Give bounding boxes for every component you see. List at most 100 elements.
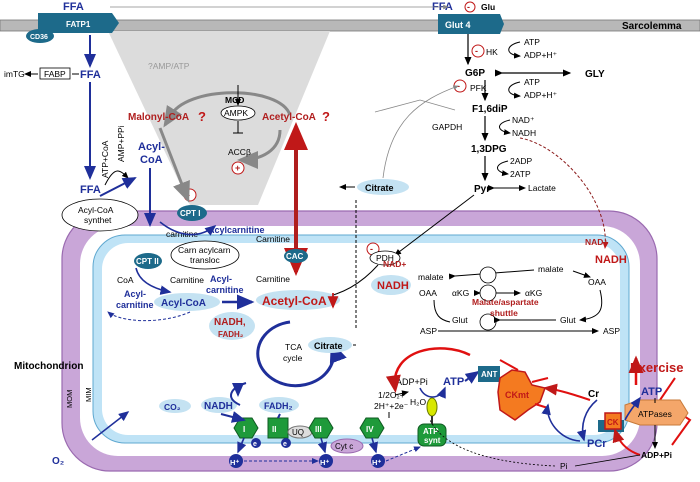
acylcarn-left-l2: carnitine xyxy=(116,300,154,310)
sarcolemma-label: Sarcolemma xyxy=(622,21,682,32)
nad-label: NAD⁺ xyxy=(512,115,535,125)
fadh-matrix: FADH₂ xyxy=(218,330,244,339)
adp3-arc xyxy=(497,160,509,177)
transloc-l2: transloc xyxy=(190,255,221,265)
carnitine-matrix: Carnitine xyxy=(256,274,290,284)
mcd-arc-head xyxy=(163,104,183,128)
mitochondrion-label: Mitochondrion xyxy=(14,361,83,372)
cr-to-pcr xyxy=(576,399,598,442)
cpt1-enzyme xyxy=(177,205,207,221)
pyr-label: Pyr xyxy=(474,184,490,195)
complex-ii-label: II xyxy=(272,425,276,434)
accb-arc xyxy=(237,129,282,169)
carnitine-matrix-2: Carnitine xyxy=(170,275,204,285)
acetyl-q: ? xyxy=(322,109,330,124)
shuttle-transporter-top xyxy=(479,266,497,284)
pfk-label: PFK xyxy=(470,83,487,93)
proton-1 xyxy=(229,454,243,468)
pcr-to-ckmt xyxy=(541,403,581,442)
nadh-mid: NADH xyxy=(377,280,409,292)
atpases-label: ATPases xyxy=(638,409,672,419)
proton-3-label: H⁺ xyxy=(372,458,381,467)
cac-transporter xyxy=(284,249,308,263)
ckmt-label: CKmt xyxy=(505,390,529,400)
nadh-etc: NADH xyxy=(204,401,233,412)
ant-transporter xyxy=(478,366,500,382)
synthet-l2: synthet xyxy=(84,215,112,225)
acyl-coa-matrix-bubble xyxy=(154,293,220,311)
transloc-l1: Carn acylcarn xyxy=(178,245,231,255)
activation-arc xyxy=(104,170,129,186)
gapdh-label: GAPDH xyxy=(432,122,462,132)
nadh-fadh-bubble xyxy=(209,312,255,340)
synthet-l1: Acyl-CoA xyxy=(78,205,114,215)
amp-ppi-label: AMP+PPi xyxy=(116,125,126,162)
adp1-label: ADP+H⁺ xyxy=(524,50,558,60)
carnitine-ims-2: Carnitine xyxy=(256,234,290,244)
water-arrow xyxy=(394,390,409,397)
complex-iii-pump xyxy=(317,437,327,454)
atp-synt-l1: ATP xyxy=(423,427,439,436)
atp-cyto: ATP xyxy=(641,386,662,398)
atp-coa-label: ATP+CoA xyxy=(100,140,110,178)
nadh-to-shuttle xyxy=(519,137,609,249)
amp-atp-label: ?AMP/ATP xyxy=(148,61,190,71)
pdh-oval xyxy=(369,250,401,266)
complex-ii xyxy=(267,417,289,439)
exercise-label: Exercise xyxy=(630,360,684,375)
atp1-label: ATP xyxy=(524,37,540,47)
complex-iv xyxy=(359,417,385,439)
carnitine-translocase xyxy=(170,240,240,270)
atp2-arc xyxy=(508,81,521,99)
oaa-out-link xyxy=(579,289,603,323)
o2-label: O₂ xyxy=(52,456,64,467)
fabp-box xyxy=(39,67,71,80)
ckmt-signal-1 xyxy=(499,359,519,371)
asp-in: ASP xyxy=(420,326,437,336)
complex-iii xyxy=(308,417,334,439)
cd36-transporter xyxy=(26,29,54,43)
nadh-mid-bubble xyxy=(371,275,411,295)
acetyl-matrix-bubble xyxy=(256,290,340,310)
fadh-etc-bubble xyxy=(259,397,299,413)
uq-label: UQ xyxy=(292,428,304,437)
complex-i-label: I xyxy=(243,425,245,434)
dpg-label: 1,3DPG xyxy=(471,144,507,155)
pcr-label: PCr xyxy=(587,438,607,450)
nad-plus-mid: NAD+ xyxy=(383,259,406,269)
nadh-right: NADH xyxy=(595,254,627,266)
adp-pi-matrix: ADP+Pi xyxy=(396,377,428,387)
adp2-label: ADP+H⁺ xyxy=(524,90,558,100)
acylcoa-synthetase xyxy=(61,198,139,232)
shuttle-transporter-mid xyxy=(479,284,497,302)
co2-bubble xyxy=(159,399,191,413)
atp-synthesis-arc xyxy=(419,386,446,399)
acyl-coa-cyto-l2: CoA xyxy=(140,154,163,166)
nadh-etc-bubble xyxy=(201,397,237,413)
nadh-label: NADH xyxy=(512,128,536,138)
cpt2-enzyme xyxy=(134,253,162,269)
complex-i-pump xyxy=(237,437,247,454)
o2-entry-arrow xyxy=(91,411,130,441)
shuttle-l1: Malate/aspartate xyxy=(472,297,539,307)
nad-plus-right: NAD+ xyxy=(585,237,608,247)
shuttle-l2: shuttle xyxy=(490,308,518,318)
nadh-matrix: NADH, xyxy=(214,317,246,328)
adp3-label: 2ADP xyxy=(510,156,533,166)
h-eq: 2H⁺+2e⁻ xyxy=(374,401,409,411)
accb-label: ACCβ xyxy=(228,147,251,157)
nadh-to-complex-i xyxy=(220,411,246,423)
tca-l1: TCA xyxy=(285,342,302,352)
mim-label: MIM xyxy=(84,387,93,402)
accb-activate xyxy=(231,161,245,175)
fabp-label: FABP xyxy=(44,69,66,79)
pdh-minus: - xyxy=(370,244,373,254)
acetyl-coa-matrix: Acetyl-CoA xyxy=(262,294,327,308)
citrate-cyto: Citrate xyxy=(365,183,394,193)
atp-synt-l2: synt xyxy=(424,436,441,445)
atp-to-ant xyxy=(464,370,480,384)
pdh-label: PDH xyxy=(376,253,394,263)
hk-minus: - xyxy=(475,46,478,56)
pi-line xyxy=(574,454,641,467)
